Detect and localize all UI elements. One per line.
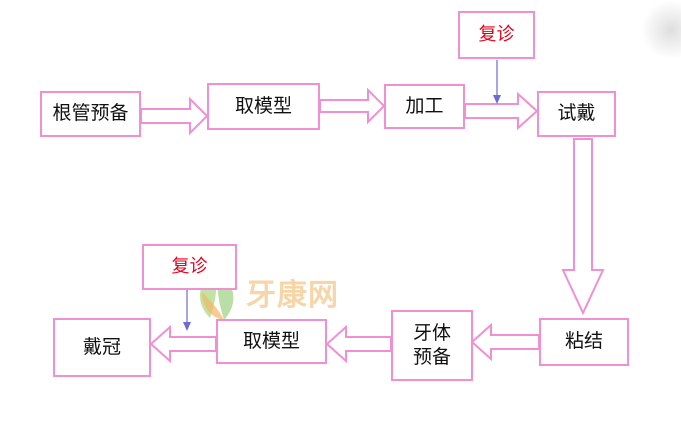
step-root-canal-prep: 根管预备 [40,91,141,137]
arrow-toothprep-to-impression [325,324,392,364]
arrow-tryin-to-bonding [561,138,605,316]
arrow-rootcanal-to-impression [140,96,209,136]
revisit-connector-bottom-head [183,322,191,331]
step-try-in: 试戴 [537,91,616,137]
watermark-text: 牙康网 [246,278,339,313]
revisit-connector-top-head [493,95,501,104]
step-crown-fitting: 戴冠 [53,318,151,377]
step-processing: 加工 [384,84,465,129]
step-revisit-bottom: 复诊 [142,244,237,290]
step-revisit-top: 复诊 [458,11,535,59]
corner-shadow [641,0,681,60]
step-bonding: 粘结 [539,318,629,366]
step-impression-top: 取模型 [207,83,320,130]
step-impression-bottom: 取模型 [216,319,327,364]
arrow-processing-to-tryin [464,91,539,131]
arrow-bonding-to-toothprep [470,322,540,362]
arrow-impression-to-crown [149,324,217,364]
arrow-impression-to-processing [319,87,386,125]
step-tooth-prep: 牙体 预备 [391,310,473,381]
